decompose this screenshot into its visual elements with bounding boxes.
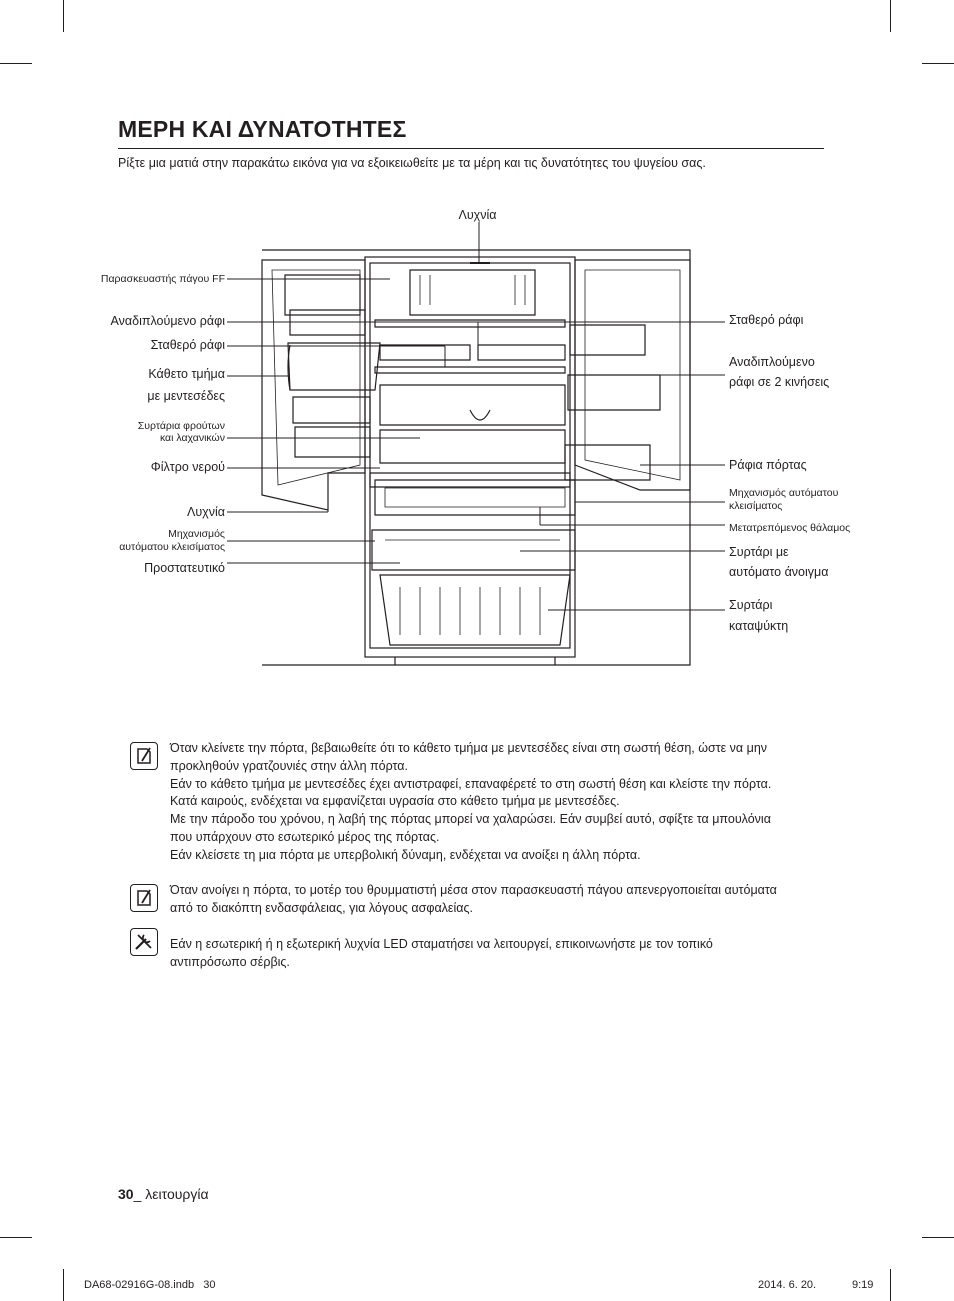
- crop-mark: [890, 0, 891, 32]
- crop-mark: [0, 1237, 32, 1238]
- note-line: Κατά καιρούς, ενδέχεται να εμφανίζεται υ…: [170, 794, 620, 809]
- label-convertible-zone: Μετατρεπόμενος θάλαμος: [729, 522, 851, 534]
- print-file-slug: DA68-02916G-08.indb 30: [84, 1279, 216, 1291]
- title-divider: [118, 148, 824, 149]
- label-two-step-shelf-1: Αναδιπλούμενο: [729, 355, 815, 369]
- label-door-bins: Ράφια πόρτας: [729, 458, 807, 472]
- label-freezer-drawer-2: καταψύκτη: [729, 619, 789, 633]
- intro-text: Ρίξτε μια ματιά στην παρακάτω εικόνα για…: [118, 156, 706, 170]
- label-lamp-left: Λυχνία: [186, 505, 225, 519]
- crop-mark: [922, 63, 954, 64]
- note-line: αντιπρόσωπο σέρβις.: [170, 954, 290, 969]
- note-line: Εάν κλείσετε τη μια πόρτα με υπερβολική …: [170, 847, 641, 862]
- label-guard: Προστατευτικό: [144, 561, 225, 575]
- label-water-filter: Φίλτρο νερού: [150, 460, 225, 474]
- label-two-step-shelf-2: ράφι σε 2 κινήσεις: [729, 375, 830, 389]
- fridge-diagram: Λυχνία Παρασκευαστής πάγου FF Αναδιπλούμ…: [0, 195, 954, 695]
- label-crisper-1: Συρτάρια φρούτων: [137, 420, 225, 432]
- label-ice-maker: Παρασκευαστής πάγου FF: [100, 273, 225, 285]
- label-freezer-drawer-1: Συρτάρι: [729, 598, 773, 612]
- print-date: 2014. 6. 20.: [758, 1279, 817, 1291]
- note-line: Εάν η εσωτερική ή η εξωτερική λυχνία LED…: [170, 937, 713, 951]
- note-block: Όταν κλείνετε την πόρτα, βεβαιωθείτε ότι…: [170, 740, 830, 865]
- page-title: ΜΕΡΗ ΚΑΙ ΔΥΝΑΤΟΤΗΤΕΣ: [118, 116, 407, 142]
- page-number: 30: [118, 1186, 134, 1202]
- label-auto-close-left-1: Μηχανισμός: [168, 528, 225, 540]
- print-time: 9:19: [852, 1279, 874, 1291]
- note-line: προκληθούν γρατζουνιές στην άλλη πόρτα.: [170, 758, 408, 773]
- section-name: _ λειτουργία: [133, 1186, 209, 1202]
- label-folding-shelf: Αναδιπλούμενο ράφι: [110, 314, 225, 328]
- label-fixed-shelf-right: Σταθερό ράφι: [729, 313, 804, 327]
- service-tools-icon: [130, 928, 158, 956]
- label-fixed-shelf-left: Σταθερό ράφι: [150, 338, 225, 352]
- note-icon: [130, 742, 158, 770]
- label-auto-close-right-1: Μηχανισμός αυτόματου: [729, 487, 839, 499]
- label-hinged-section-2: με μεντεσέδες: [147, 389, 225, 403]
- label-crisper-2: και λαχανικών: [159, 432, 225, 444]
- label-top-lamp: Λυχνία: [458, 208, 497, 222]
- label-auto-close-left-2: αυτόματου κλεισίματος: [119, 541, 225, 553]
- note-line: Όταν κλείνετε την πόρτα, βεβαιωθείτε ότι…: [170, 741, 768, 755]
- crop-mark: [63, 0, 64, 32]
- note-block: Εάν η εσωτερική ή η εξωτερική λυχνία LED…: [170, 936, 830, 972]
- fridge-illustration: [227, 222, 725, 666]
- note-line: από το διακόπτη ενδασφάλειας, για λόγους…: [170, 900, 474, 915]
- label-auto-open-drawer-2: αυτόματο άνοιγμα: [729, 565, 829, 579]
- crop-mark: [922, 1237, 954, 1238]
- label-auto-open-drawer-1: Συρτάρι με: [729, 545, 789, 559]
- crop-mark: [0, 63, 32, 64]
- crop-mark: [890, 1269, 891, 1301]
- crop-mark: [63, 1269, 64, 1301]
- note-line: που υπάρχουν στο εσωτερικό μέρος της πόρ…: [170, 829, 440, 844]
- note-icon: [130, 884, 158, 912]
- label-auto-close-right-2: κλεισίματος: [729, 500, 783, 512]
- note-line: Όταν ανοίγει η πόρτα, το μοτέρ του θρυμμ…: [170, 883, 777, 897]
- page-footer: 30_ λειτουργία: [118, 1186, 209, 1202]
- note-line: Εάν το κάθετο τμήμα με μεντεσέδες έχει α…: [170, 776, 772, 791]
- label-hinged-section-1: Κάθετο τμήμα: [148, 367, 225, 381]
- note-line: Με την πάροδο του χρόνου, η λαβή της πόρ…: [170, 812, 771, 827]
- note-block: Όταν ανοίγει η πόρτα, το μοτέρ του θρυμμ…: [170, 882, 830, 918]
